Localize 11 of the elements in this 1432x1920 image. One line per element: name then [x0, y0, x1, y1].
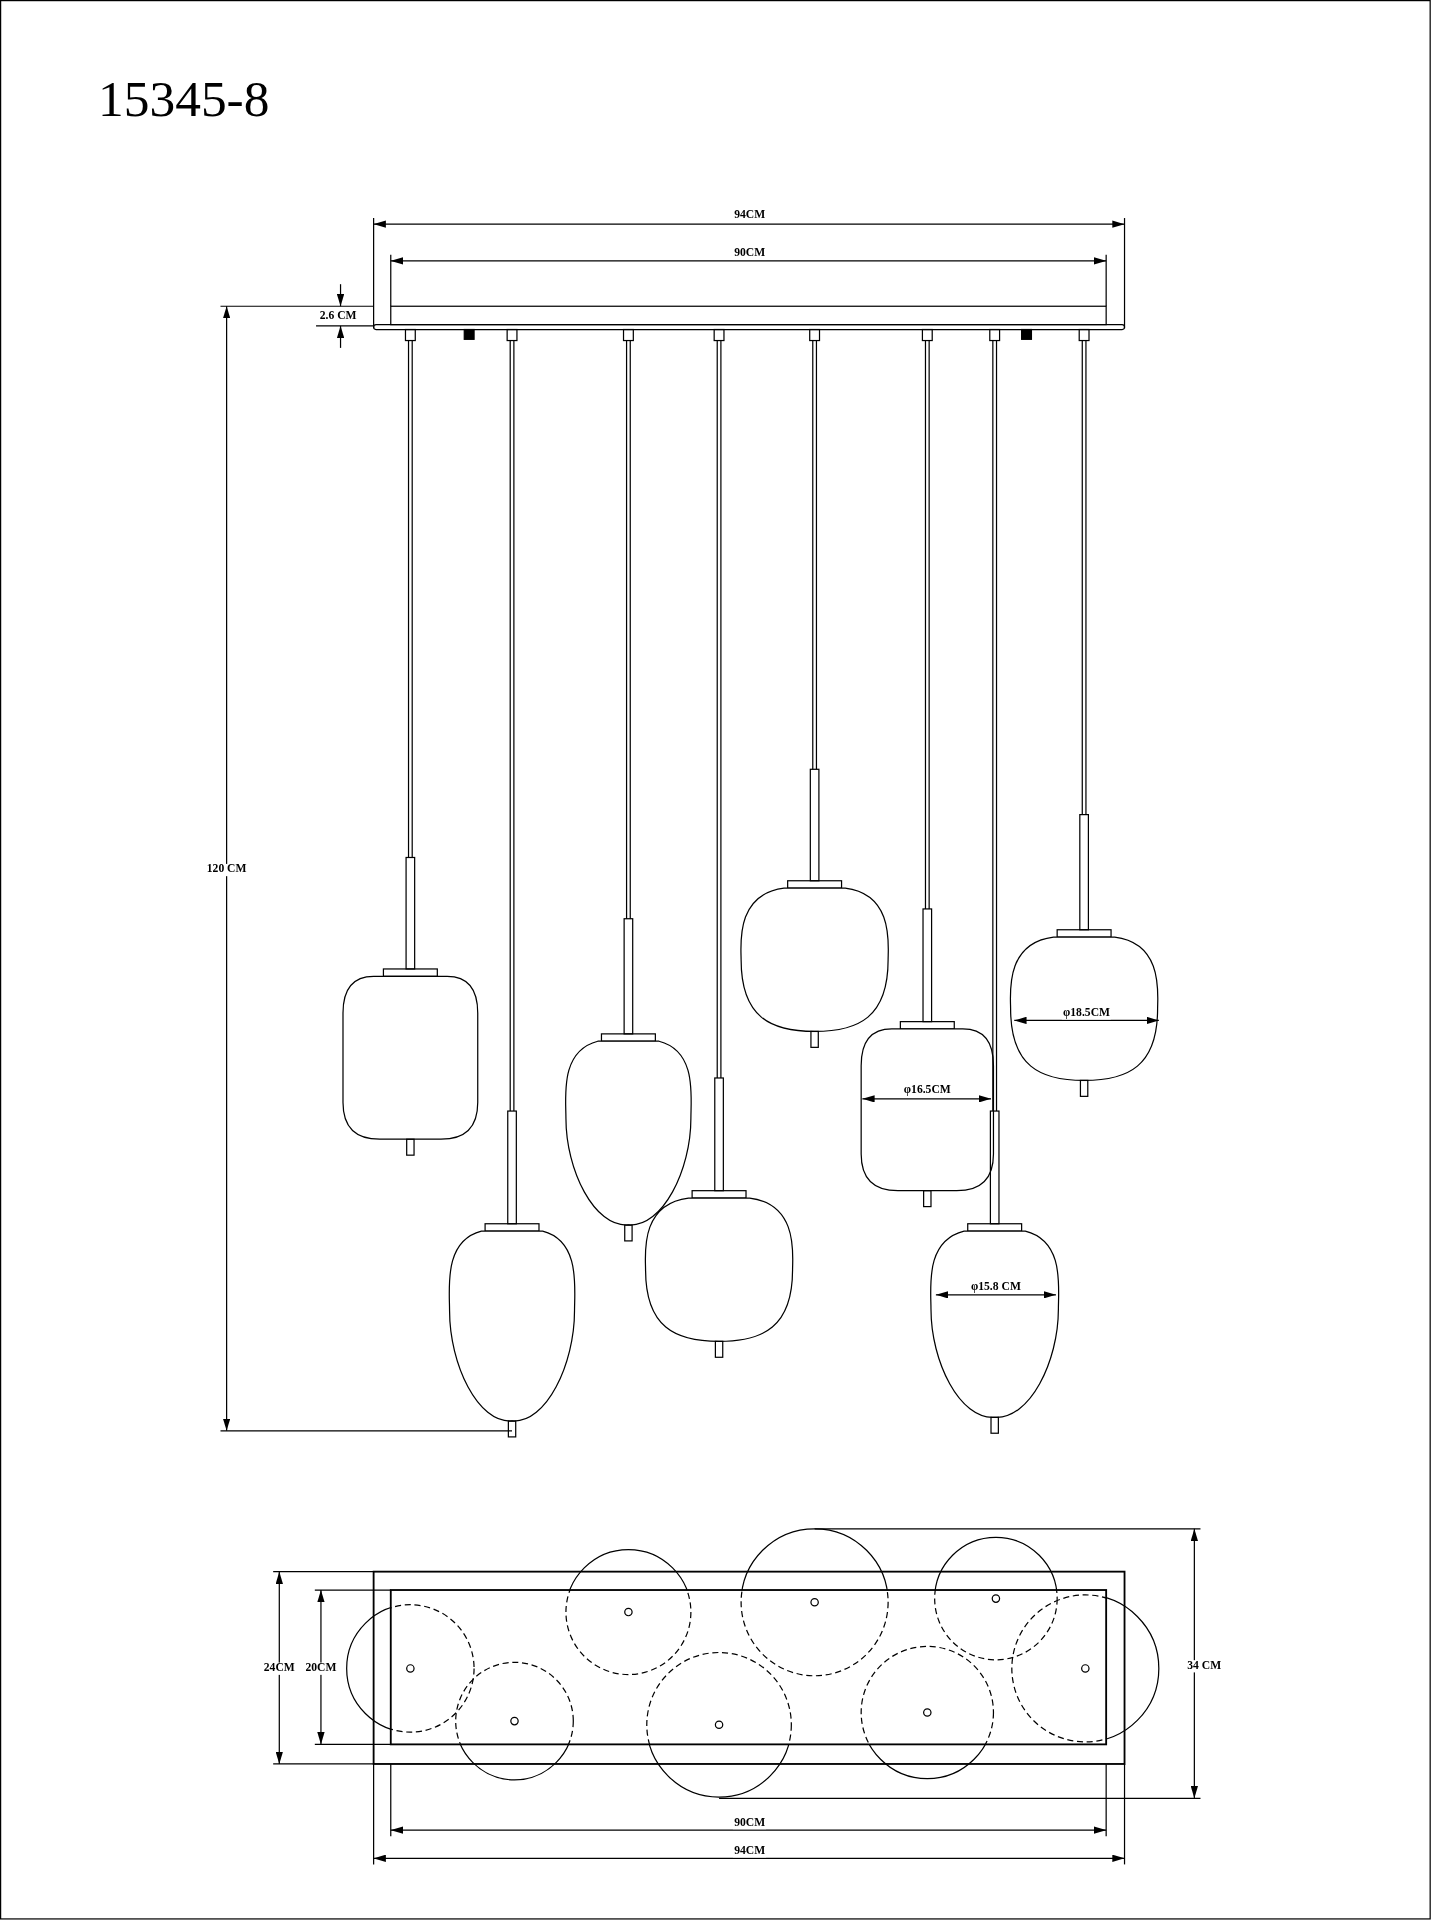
drawing-title: 15345-8: [98, 73, 270, 125]
dimension-label: 24CM: [262, 1662, 297, 1675]
dimension-label: 20CM: [304, 1662, 338, 1675]
dimension-label: 120 CM: [205, 863, 248, 876]
dimension-label: 94CM: [732, 1845, 767, 1857]
dimension-label: φ18.5CM: [1061, 1007, 1112, 1019]
dimension-label: 90CM: [732, 1816, 767, 1829]
dimension-label: φ16.5CM: [902, 1084, 953, 1097]
dimension-label: 2.6 CM: [318, 310, 358, 322]
dimension-label: 34 CM: [1185, 1660, 1223, 1672]
dimension-label: φ15.8 CM: [969, 1281, 1023, 1294]
